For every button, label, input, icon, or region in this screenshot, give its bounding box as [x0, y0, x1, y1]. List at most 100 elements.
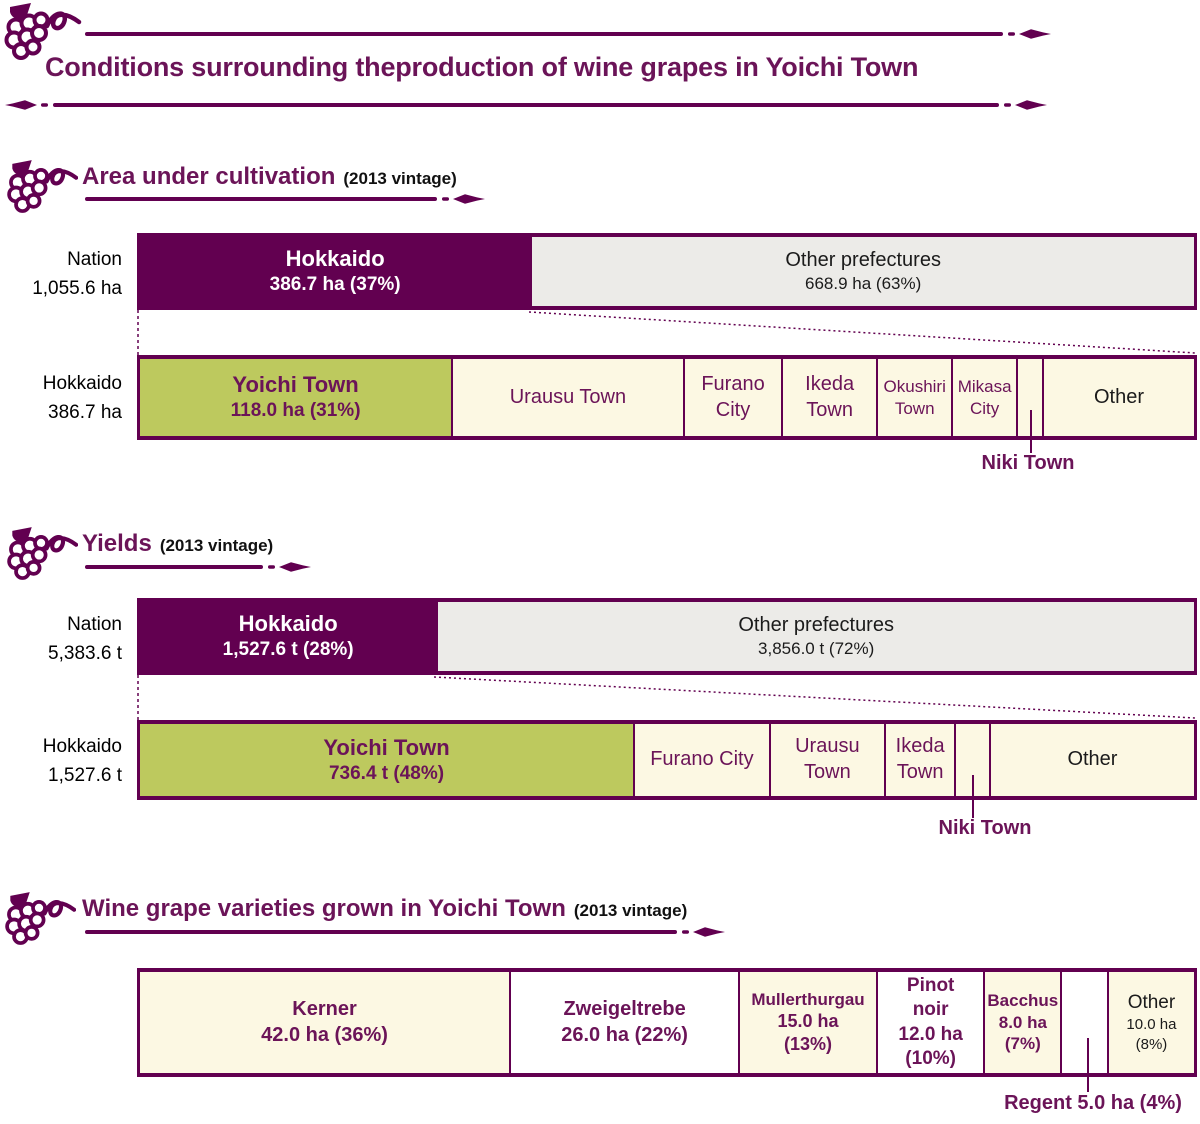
segment-label: 15.0 ha — [777, 1011, 839, 1032]
callout-label-niki: Niki Town — [981, 452, 1075, 474]
axis-label-nation-area: Nation 1,055.6 ha — [4, 246, 122, 303]
callout-line-niki — [1030, 410, 1032, 453]
segment-label: noir — [912, 999, 949, 1021]
segment-label: Furano City — [701, 372, 765, 421]
segment-label: Ikeda Town — [895, 735, 945, 783]
callout-label-niki: Niki Town — [938, 817, 1032, 839]
axis-line: Hokkaido — [42, 736, 122, 757]
segment-label: Mikasa City — [957, 376, 1012, 418]
segment-label: (8%) — [1135, 1035, 1168, 1053]
arrow-right-icon — [682, 927, 725, 937]
zoom-connector-lines — [137, 310, 1196, 355]
section-header-area: Area under cultivation (2013 vintage) — [82, 163, 457, 191]
segment-ikeda-town: Ikeda Town — [783, 359, 878, 436]
segment-label: Other — [1067, 748, 1118, 771]
segment-label: Yoichi Town — [323, 734, 450, 760]
axis-line: 1,055.6 ha — [32, 277, 122, 299]
segment-label: Urausu Town — [509, 385, 627, 408]
segment-label: 8.0 ha — [998, 1012, 1047, 1032]
segment-label: Ikeda Town — [805, 372, 855, 421]
rule-line — [85, 32, 1003, 36]
segment-other-prefectures: Other prefectures 668.9 ha (63%) — [532, 237, 1194, 306]
segment-label: 10.0 ha — [1126, 1016, 1177, 1034]
vintage-note: (2013 vintage) — [159, 536, 274, 555]
segment-furano-city: Furano City — [684, 359, 784, 436]
segment-label: Bacchus — [987, 990, 1059, 1010]
segment-label: Zweigeltrebe — [563, 997, 686, 1020]
vintage-note: (2013 vintage) — [343, 169, 457, 188]
arrow-right-icon — [268, 562, 311, 572]
callout-line-regent — [1087, 1038, 1089, 1092]
zoom-connector-lines — [137, 675, 1196, 720]
segment-label: Other — [1127, 992, 1176, 1014]
segment-label: (10%) — [905, 1047, 956, 1069]
segment-furano-city: Furano City — [635, 724, 771, 796]
segment-urausu-town: Urausu Town — [453, 359, 685, 436]
segment-label: Kerner — [292, 997, 357, 1020]
callout-line-niki — [972, 775, 974, 818]
decorative-rule-bottom — [4, 97, 1048, 113]
segment-mikasa-city: Mikasa City — [953, 359, 1018, 436]
segment-zweigeltrebe: Zweigeltrebe 26.0 ha (22%) — [511, 972, 741, 1073]
segment-label: Pinot — [906, 974, 955, 996]
segment-label: Hokkaido — [238, 611, 338, 637]
axis-label-hokkaido-area: Hokkaido 386.7 ha — [4, 370, 122, 427]
decorative-rule-area — [85, 191, 486, 207]
segment-label: Okushiri Town — [883, 376, 946, 418]
segment-label: 1,527.6 t (28%) — [222, 639, 354, 661]
rule-line — [85, 565, 263, 569]
segment-label: 118.0 ha (31%) — [230, 400, 361, 422]
segment-label: 3,856.0 t (72%) — [758, 639, 875, 659]
grape-icon — [4, 525, 78, 583]
rule-line — [85, 930, 677, 934]
axis-line: Nation — [67, 614, 122, 635]
axis-label-hokkaido-yields: Hokkaido 1,527.6 t — [4, 733, 122, 790]
segment-label: 26.0 ha (22%) — [561, 1023, 688, 1046]
segment-okushiri-town: Okushiri Town — [877, 359, 954, 436]
segment-label: (13%) — [784, 1034, 833, 1055]
section-header-yields: Yields (2013 vintage) — [82, 530, 273, 558]
segment-label: Furano City — [650, 748, 754, 771]
section-header-varieties: Wine grape varieties grown in Yoichi Tow… — [82, 895, 687, 923]
segment-other: Other 10.0 ha(8%) — [1108, 972, 1195, 1073]
segment-label: (7%) — [1004, 1034, 1041, 1054]
segment-label: Hokkaido — [285, 246, 385, 272]
segment-label: 12.0 ha — [898, 1023, 963, 1045]
section-title: Area under cultivation — [82, 163, 336, 190]
arrow-left-icon — [5, 100, 48, 110]
section-title: Yields — [82, 530, 152, 557]
segment-label: 668.9 ha (63%) — [805, 274, 922, 294]
axis-line: 386.7 ha — [48, 401, 122, 423]
axis-label-nation-yields: Nation 5,383.6 t — [4, 611, 122, 668]
vintage-note: (2013 vintage) — [573, 901, 688, 920]
decorative-rule-yields — [85, 559, 312, 575]
segment-ikeda-town: Ikeda Town — [885, 724, 957, 796]
decorative-rule-top — [85, 26, 1052, 42]
axis-line: 1,527.6 t — [48, 764, 122, 786]
segment-other: Other — [1043, 359, 1194, 436]
segment-label: Mullerthurgau — [751, 989, 865, 1009]
arrow-right-icon — [1004, 100, 1047, 110]
segment-label: Other — [1093, 385, 1144, 408]
rule-line — [85, 197, 437, 201]
segment-regent — [1062, 972, 1109, 1073]
rule-line — [53, 103, 999, 107]
segment-urausu-town: Urausu Town — [770, 724, 886, 796]
decorative-rule-varieties — [85, 924, 726, 940]
page-title: Conditions surrounding theproduction of … — [45, 52, 919, 82]
segment-label: Other prefectures — [785, 248, 941, 271]
